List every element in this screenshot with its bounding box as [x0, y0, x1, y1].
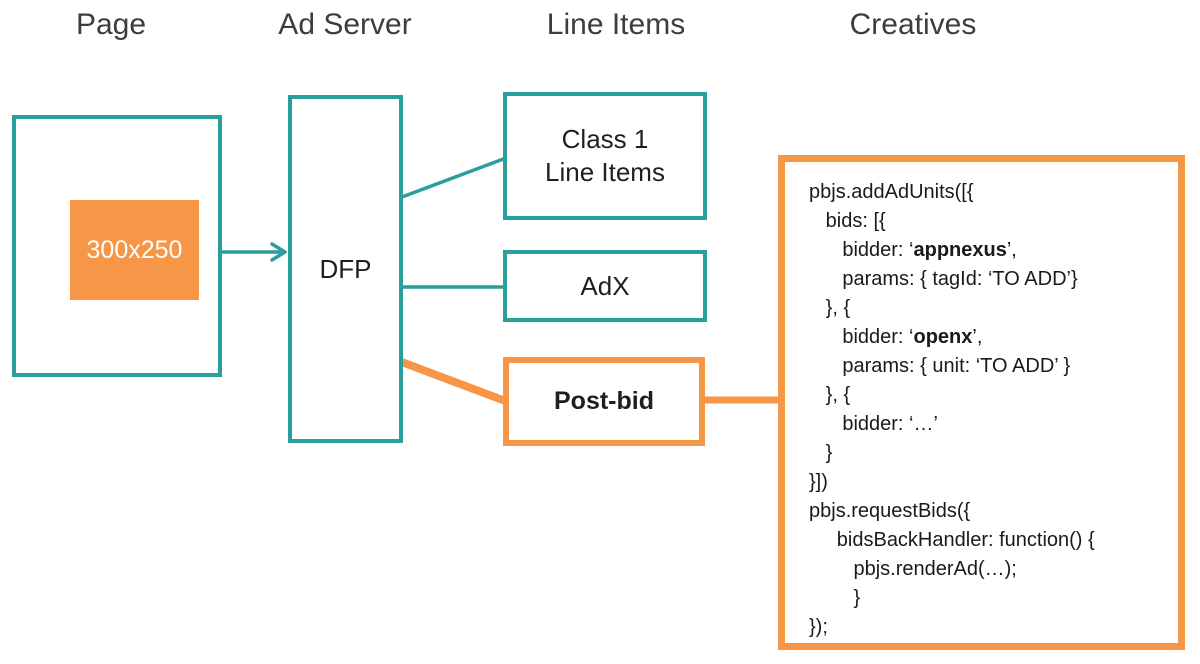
column-header-line-items: Line Items — [546, 8, 686, 41]
class1-label: Class 1 Line Items — [545, 123, 665, 189]
line-dfp-to-class1 — [401, 156, 507, 199]
dfp-label: DFP — [319, 253, 372, 284]
class1-line-items-box: Class 1 Line Items — [503, 92, 707, 220]
adx-box: AdX — [503, 250, 707, 322]
dfp-box: DFP — [288, 95, 403, 443]
class1-label-line1: Class 1 — [561, 124, 649, 154]
adx-label: AdX — [580, 270, 630, 301]
column-header-creatives: Creatives — [849, 8, 977, 41]
ad-slot-box: 300x250 — [70, 200, 199, 300]
postbid-label: Post-bid — [554, 387, 654, 415]
line-dfp-to-postbid — [395, 357, 512, 406]
postbid-box: Post-bid — [503, 357, 705, 446]
column-header-page: Page — [75, 8, 147, 41]
ad-slot-label: 300x250 — [86, 235, 183, 264]
column-header-ad-server: Ad Server — [278, 8, 412, 41]
class1-label-line2: Line Items — [545, 157, 665, 187]
prebid-code-snippet: pbjs.addAdUnits([{ bids: [{ bidder: ‘app… — [809, 181, 1095, 638]
creatives-code-box: pbjs.addAdUnits([{ bids: [{ bidder: ‘app… — [778, 155, 1185, 650]
